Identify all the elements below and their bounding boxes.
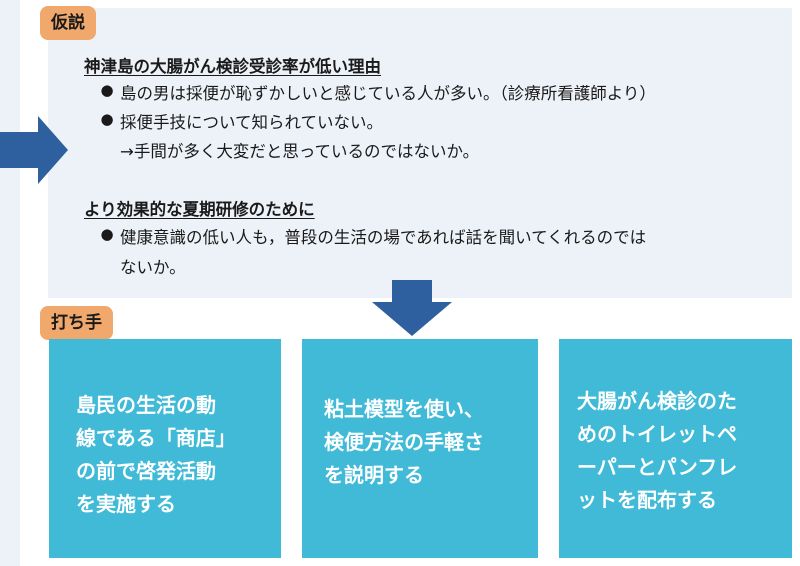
card-line: の前で啓発活動 xyxy=(76,459,216,483)
card-line: 粘土模型を使い、 xyxy=(324,397,484,421)
down-arrow-icon xyxy=(372,280,452,336)
card-line: を説明する xyxy=(324,463,424,487)
hypothesis-tag: 仮説 xyxy=(40,6,96,40)
bullet-dot: ● xyxy=(100,81,114,99)
bullet-text: 島の男は採便が恥ずかしいと感じている人が多い。（診療所看護師より） xyxy=(120,84,656,103)
hypothesis-panel xyxy=(48,8,792,298)
bullet-text: 健康意識の低い人も，普段の生活の場であれば話を聞いてくれるのでは xyxy=(120,228,647,247)
bullet-dot: ● xyxy=(100,110,114,128)
card-line: 線である「商店」 xyxy=(76,426,236,450)
card-line: 検便方法の手軽さ xyxy=(324,430,484,454)
section-title-reason: 神津島の大腸がん検診受診率が低い理由 xyxy=(84,57,381,76)
bullet-text-continuation: ないか。 xyxy=(120,258,186,277)
action-card-shop: 島民の生活の動 線である「商店」 の前で啓発活動 を実施する xyxy=(49,339,281,558)
card-line: 大腸がん検診のた xyxy=(577,389,737,413)
bullet-text: 採便手技について知られていない。 xyxy=(120,113,384,132)
section-title-training: より効果的な夏期研修のために xyxy=(84,200,315,219)
card-line: めのトイレットペ xyxy=(577,422,737,446)
card-line: ーパーとパンフレ xyxy=(577,455,738,479)
card-line: 島民の生活の動 xyxy=(76,393,216,417)
left-side-bar xyxy=(0,0,20,566)
bullet-dot: ● xyxy=(100,225,114,243)
action-card-toilet-paper: 大腸がん検診のた めのトイレットペ ーパーとパンフレ ットを配布する xyxy=(559,339,792,558)
action-card-clay-model: 粘土模型を使い、 検便方法の手軽さ を説明する xyxy=(302,339,538,558)
card-line: を実施する xyxy=(76,492,176,516)
card-line: ットを配布する xyxy=(577,488,717,512)
bullet-text-continuation: →手間が多く大変だと思っているのではないか。 xyxy=(120,142,480,161)
right-arrow-icon xyxy=(0,116,68,184)
action-tag: 打ち手 xyxy=(40,306,113,340)
